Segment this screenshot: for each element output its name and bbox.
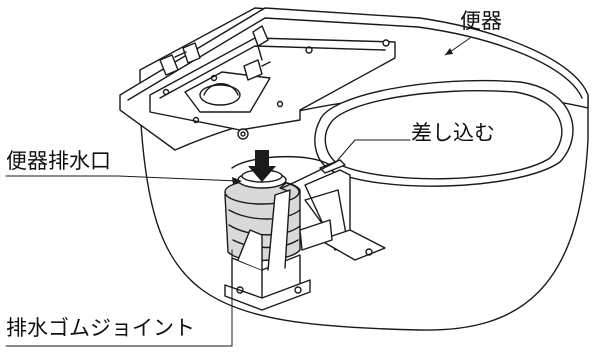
support-base <box>224 279 311 311</box>
supply-fitting-left <box>159 54 179 76</box>
label-toilet-bowl: 便器 <box>460 9 502 33</box>
insert-arrow <box>248 150 276 182</box>
supply-fitting-mid <box>243 59 263 81</box>
support-base-rear <box>319 229 386 261</box>
leader-outlet <box>5 175 239 182</box>
leader-insert <box>335 139 411 163</box>
leader-joint <box>5 249 233 347</box>
label-toilet-drain-outlet: 便器排水口 <box>6 149 111 173</box>
label-insert: 差し込む <box>411 121 495 145</box>
rim-edge <box>127 17 583 101</box>
leader-bowl <box>449 37 471 53</box>
label-drain-rubber-joint: 排水ゴムジョイント <box>6 316 195 340</box>
